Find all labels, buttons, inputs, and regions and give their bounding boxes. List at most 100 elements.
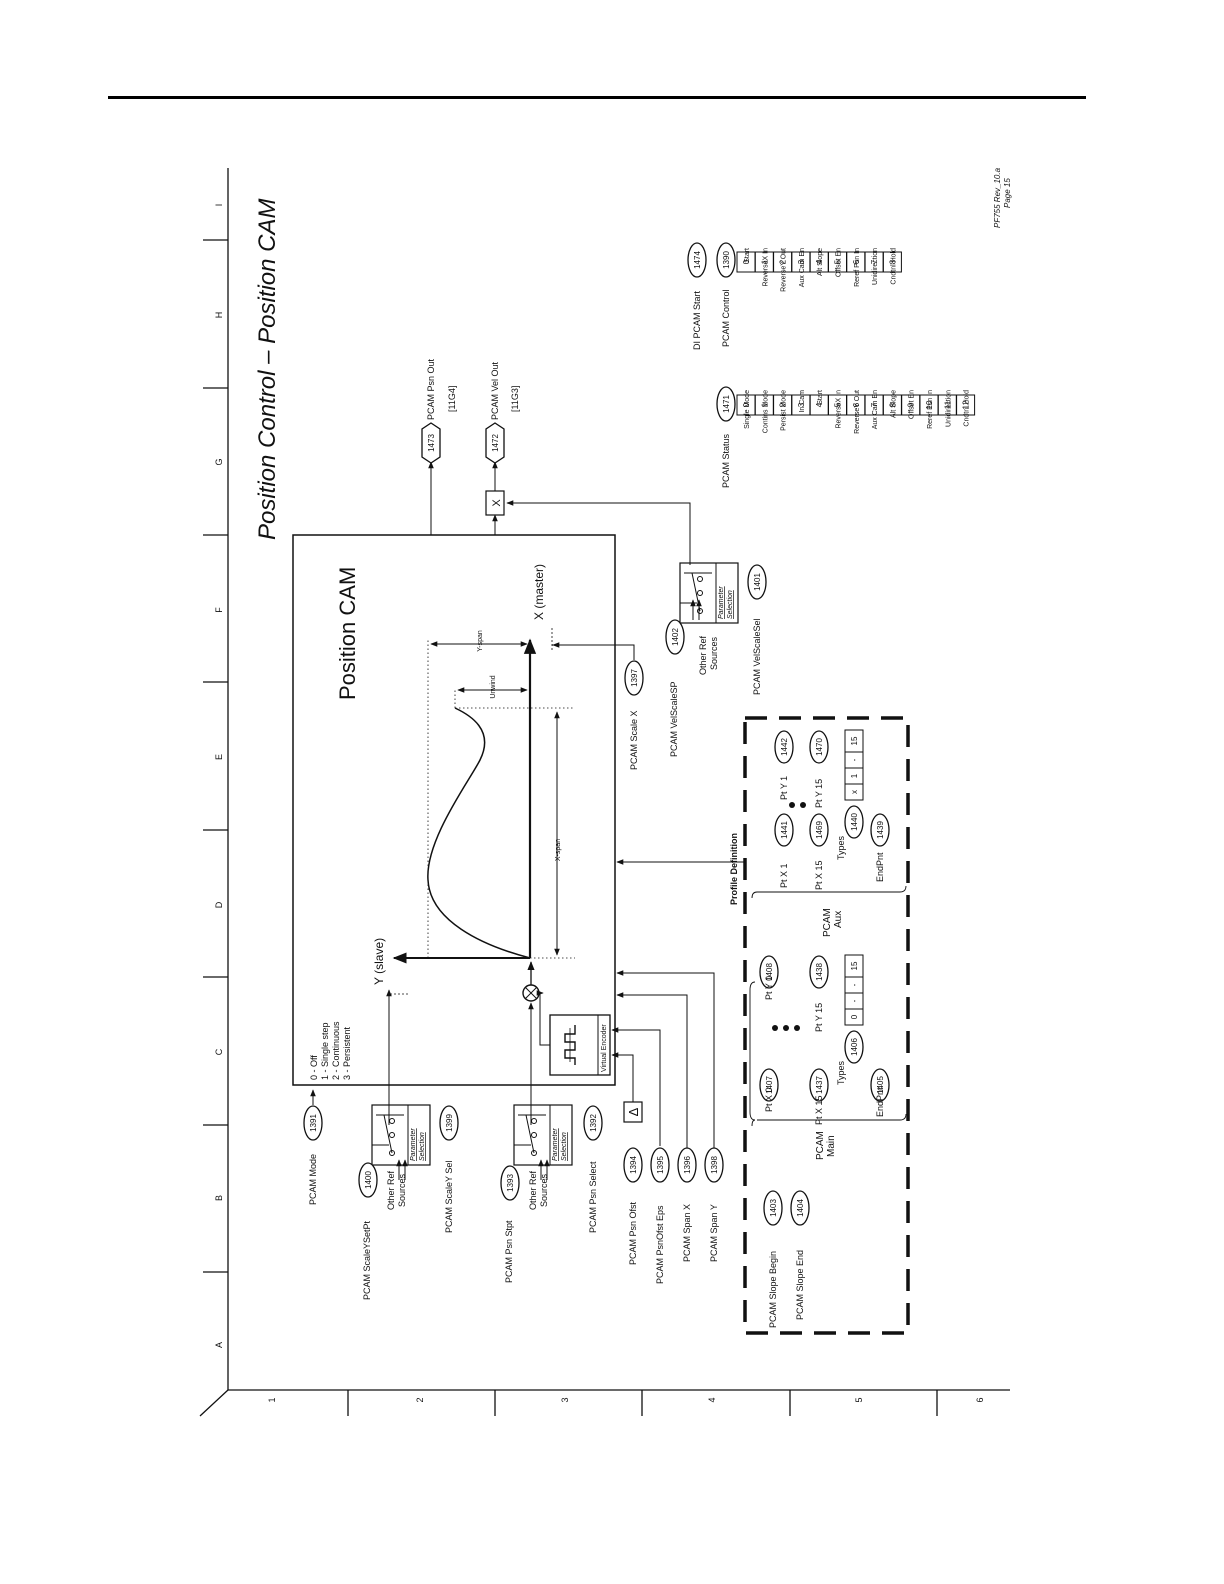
grid-col-F: F [214,607,224,613]
delta-block: Δ [623,1101,643,1123]
grid-col-A: A [214,1342,224,1348]
svg-text:PCAM Psn Out: PCAM Psn Out [426,358,436,420]
svg-text:Pt Y 1: Pt Y 1 [779,776,789,800]
svg-text:Selection: Selection [727,590,734,619]
svg-text:4: 4 [815,259,824,264]
svg-text:Parameter: Parameter [552,1128,559,1161]
grid-col-H: H [214,312,224,319]
svg-text:4: 4 [815,402,824,407]
svg-text:PCAM Span X: PCAM Span X [682,1204,692,1262]
svg-text:1395: 1395 [656,1156,665,1174]
svg-text:3: 3 [797,402,806,407]
grid-row-1: 1 [267,1397,277,1402]
svg-text:1439: 1439 [876,821,885,839]
svg-text:Pt Y 15: Pt Y 15 [814,1003,824,1032]
grid-row-5: 5 [854,1397,864,1402]
svg-text:1405: 1405 [876,1076,885,1094]
summing-junction [522,984,540,1002]
svg-text:Pt Y 0: Pt Y 0 [764,976,774,1000]
cam-box-title: Position CAM [335,567,360,700]
svg-text:Pt X 1: Pt X 1 [779,863,789,888]
svg-text:1: 1 [760,402,769,407]
svg-text:Cndtnl Hold: Cndtnl Hold [890,248,897,285]
svg-text:6: 6 [852,259,861,264]
svg-text:-: - [850,983,859,986]
grid-row-4: 4 [707,1397,717,1402]
svg-text:1: 1 [760,259,769,264]
grid-col-E: E [214,754,224,760]
svg-text:Pt X 0: Pt X 0 [764,1087,774,1112]
svg-text:Sources: Sources [397,1173,407,1207]
svg-text:0 - Off: 0 - Off [309,1055,319,1080]
grid-row-6: 6 [975,1397,985,1402]
svg-text:10: 10 [925,400,934,409]
svg-text:8: 8 [888,402,897,407]
grid-col-G: G [214,458,224,465]
svg-text:5: 5 [834,402,843,407]
svg-text:PCAM Psn Select: PCAM Psn Select [588,1161,598,1233]
svg-text:Types: Types [836,1060,846,1085]
svg-text:1471: 1471 [722,395,731,413]
multiplier-block: X [485,490,505,516]
svg-text:1474: 1474 [693,251,702,269]
svg-text:Parameter: Parameter [718,586,725,619]
svg-text:1396: 1396 [683,1156,692,1174]
svg-text:1442: 1442 [780,738,789,756]
mode-options: 0 - Off 1 - Single step 2 - Continuous 3… [309,1021,352,1080]
svg-text:Aux: Aux [833,911,844,928]
y-axis-label: Y (slave) [372,938,386,985]
svg-text:1408: 1408 [765,963,774,981]
svg-text:1404: 1404 [796,1199,805,1217]
svg-text:Pt Y 15: Pt Y 15 [814,779,824,808]
header-rule [108,96,1086,99]
svg-text:1393: 1393 [506,1174,515,1192]
svg-text:1: 1 [850,773,859,778]
svg-text:x: x [850,790,859,794]
svg-text:Alt Slope: Alt Slope [890,390,897,418]
svg-text:1470: 1470 [815,738,824,756]
svg-text:2: 2 [779,402,788,407]
svg-text:Virtual Encoder: Virtual Encoder [601,1024,608,1072]
svg-text:PCAM Vel Out: PCAM Vel Out [490,361,500,420]
svg-text:1398: 1398 [710,1156,719,1174]
svg-text:1402: 1402 [671,628,680,646]
svg-text:0: 0 [850,1014,859,1019]
svg-text:PCAM Psn Ofst: PCAM Psn Ofst [628,1201,638,1265]
cam-profile-curve [427,707,531,959]
svg-text:Unidirection: Unidirection [872,248,879,285]
svg-text:PCAM Mode: PCAM Mode [308,1154,318,1205]
profile-definition-box: Profile Definition PCAM Main PCAM Aux Ty… [729,716,910,1335]
unwind-label: Unwind [490,675,497,698]
svg-text:PCAM Slope End: PCAM Slope End [795,1250,805,1320]
svg-text:PCAM Control: PCAM Control [721,289,731,347]
svg-text:1406: 1406 [850,1038,859,1056]
svg-text:Persist Mode: Persist Mode [781,390,788,431]
svg-text:Parameter: Parameter [410,1128,417,1161]
svg-text:12: 12 [962,400,971,409]
svg-text:1 - Single step: 1 - Single step [320,1022,330,1080]
svg-text:1440: 1440 [850,813,859,831]
svg-text:ReverseY Out: ReverseY Out [781,248,788,292]
svg-text:Cndtnl Hold: Cndtnl Hold [964,390,971,427]
svg-text:6: 6 [852,402,861,407]
svg-text:1394: 1394 [629,1156,638,1174]
svg-text:0: 0 [742,402,751,407]
profile-profile-aux-pt-y1: 1442 Pt Y 1 [774,730,794,800]
svg-text:1437: 1437 [815,1076,824,1094]
grid-col-B: B [214,1195,224,1201]
svg-text:PCAM Scale X: PCAM Scale X [629,710,639,770]
svg-text:1472: 1472 [491,434,500,452]
profile-profile-aux-pt-y15: 1470 Pt Y 15 [809,730,829,808]
